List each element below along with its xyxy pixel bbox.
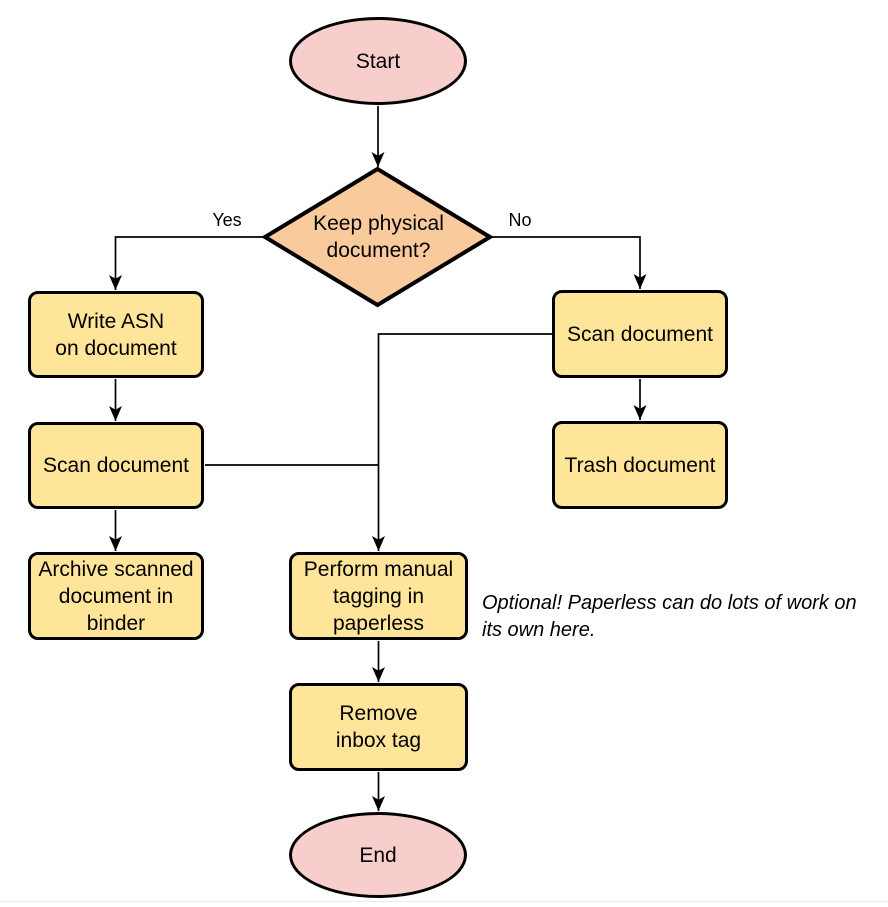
edge-label-yes: Yes xyxy=(212,210,242,230)
edge-label-no: No xyxy=(508,210,532,230)
bottom-divider xyxy=(0,901,888,902)
node-scan-document-left: Scan document xyxy=(28,422,204,509)
node-decision-label: Keep physical document? xyxy=(313,212,444,262)
node-write-asn: Write ASN on document xyxy=(28,291,204,378)
node-manual-tagging: Perform manual tagging in paperless xyxy=(289,552,468,640)
node-start: Start xyxy=(289,17,467,105)
node-manual-tagging-label: Perform manual tagging in paperless xyxy=(303,557,454,635)
node-scan-document-left-label: Scan document xyxy=(43,454,189,477)
node-archive-binder-label: Archive scanned document in binder xyxy=(38,557,194,635)
node-archive-binder: Archive scanned document in binder xyxy=(28,552,204,640)
annotation-optional-note: Optional! Paperless can do lots of work … xyxy=(482,592,857,641)
edge-yes-decision-to-write-asn xyxy=(109,236,265,290)
node-write-asn-label: Write ASN on document xyxy=(55,309,177,360)
node-scan-document-right-label: Scan document xyxy=(567,322,713,346)
node-remove-inbox-tag: Remove inbox tag xyxy=(289,683,468,771)
node-remove-inbox-tag-label: Remove inbox tag xyxy=(335,702,422,752)
edge-no-decision-to-scan-right xyxy=(490,236,647,289)
node-end-label: End xyxy=(359,843,397,867)
node-start-label: Start xyxy=(355,49,401,73)
node-decision: Keep physical document? xyxy=(288,210,469,264)
node-trash-document-label: Trash document xyxy=(564,453,716,477)
node-trash-document: Trash document xyxy=(552,421,728,509)
decision-diamond xyxy=(261,166,494,308)
node-scan-document-right: Scan document xyxy=(552,290,728,378)
node-end: End xyxy=(289,812,467,898)
edge-scan-right-to-tagging xyxy=(372,333,552,551)
